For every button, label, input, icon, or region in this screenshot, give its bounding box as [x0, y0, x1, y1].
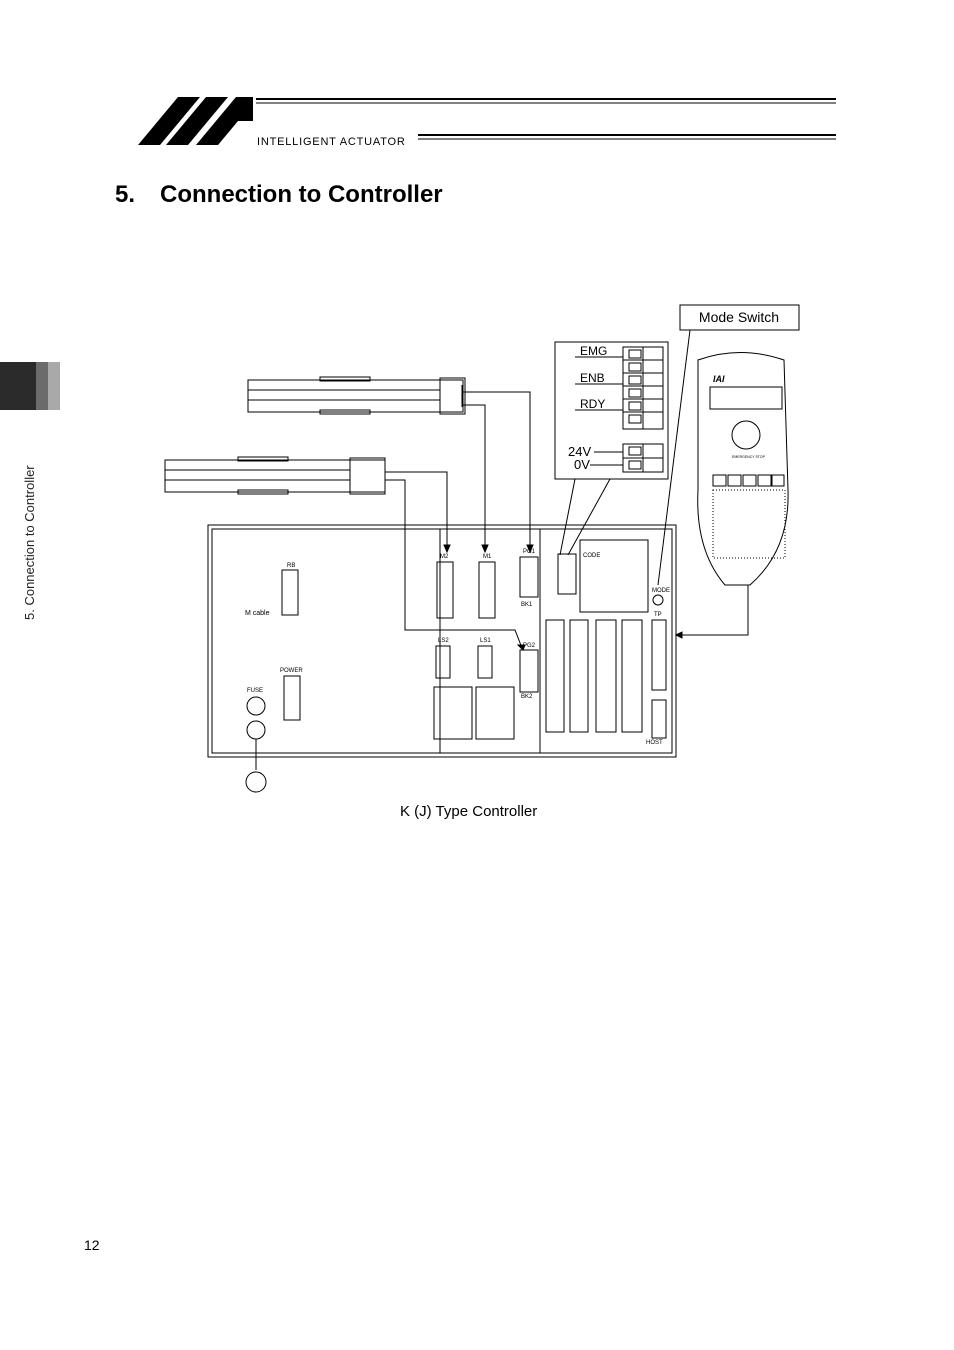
side-tab-label: 5. Connection to Controller	[22, 465, 37, 620]
ctrl-label-m-cable: M cable	[245, 610, 270, 617]
pendant-keypad	[712, 474, 786, 559]
ctrl-label-rb: RB	[287, 563, 295, 569]
iai-logo: INTELLIGENT ACTUATOR	[138, 97, 836, 148]
mode-switch-callout: Mode Switch	[657, 304, 800, 586]
connection-diagram: Mode Switch	[164, 304, 800, 793]
section-title: Connection to Controller	[160, 181, 443, 208]
pendant-stop-label: EMERGENCY STOP	[732, 455, 766, 459]
ctrl-label-pg1: PG1	[523, 549, 536, 555]
power-label-0v: 0V	[574, 457, 590, 472]
actuator-cables	[385, 391, 534, 651]
io-label-rdy: RDY	[580, 397, 605, 411]
k-type-controller: RB M cable POWER FUSE M2 M1 LS2 LS1 PG1 …	[207, 524, 677, 793]
pendant-brand: IAI	[713, 374, 725, 384]
ctrl-label-pg2: PG2	[523, 643, 536, 649]
ctrl-label-host: HOST	[646, 740, 663, 746]
side-tab-marker	[0, 362, 60, 410]
ctrl-label-power: POWER	[280, 668, 303, 674]
ctrl-label-ls2: LS2	[438, 638, 449, 644]
ctrl-label-m1: M1	[483, 554, 492, 560]
actuator-lower	[164, 456, 386, 495]
mode-switch-label: Mode Switch	[699, 309, 779, 325]
ctrl-label-m2: M2	[440, 554, 449, 560]
figure-caption: K (J) Type Controller	[400, 803, 538, 820]
brand-tagline: INTELLIGENT ACTUATOR	[257, 136, 406, 148]
ctrl-label-bk2: BK2	[521, 694, 533, 700]
ctrl-label-fuse: FUSE	[247, 688, 263, 694]
io-terminal-callout: EMG ENB RDY 24V 0V	[554, 341, 669, 556]
ctrl-label-mode: MODE	[652, 588, 670, 594]
ctrl-label-bk1: BK1	[521, 602, 533, 608]
io-label-emg: EMG	[580, 344, 607, 358]
ctrl-label-tp: TP	[654, 612, 662, 618]
actuator-upper	[247, 376, 466, 415]
ctrl-label-code: CODE	[583, 553, 600, 559]
page-number: 12	[84, 1237, 100, 1253]
io-label-enb: ENB	[580, 371, 605, 385]
power-label-24v: 24V	[568, 444, 591, 459]
teaching-pendant: IAI EMERGENCY STOP	[674, 352, 789, 639]
ctrl-label-ls1: LS1	[480, 638, 491, 644]
page-title: 5. Connection to Controller	[115, 181, 443, 209]
section-number: 5.	[115, 181, 136, 208]
